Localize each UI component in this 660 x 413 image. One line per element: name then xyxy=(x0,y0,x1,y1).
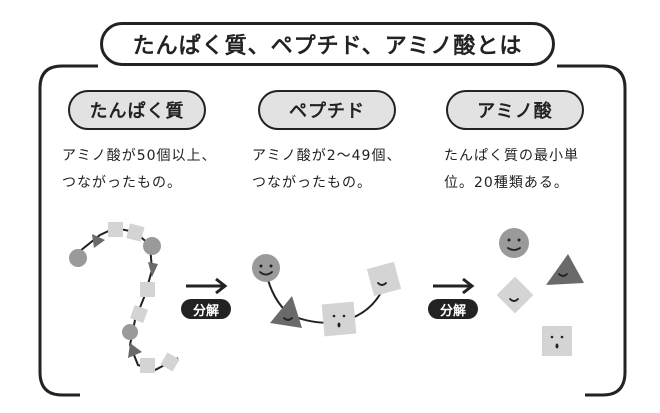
label-protein: たんぱく質 xyxy=(68,90,206,130)
desc-amino-acid: たんぱく質の最小単 位。20種類ある。 xyxy=(444,143,579,197)
amino-square xyxy=(140,358,155,373)
desc-peptide: アミノ酸が2～49個、 つながったもの。 xyxy=(252,143,401,197)
frame xyxy=(38,64,627,397)
face-icons xyxy=(259,247,568,321)
amino-square xyxy=(496,276,534,314)
amino-square xyxy=(321,301,357,337)
decompose-badge: 分解 xyxy=(181,299,231,319)
amino-square xyxy=(130,305,148,323)
amino-circle xyxy=(69,249,87,267)
arrow-icon xyxy=(186,277,475,295)
desc-line: アミノ酸が2～49個、 xyxy=(252,148,402,164)
amino-triangle xyxy=(148,262,158,277)
desc-line: アミノ酸が50個以上、 xyxy=(62,148,217,164)
amino-triangle xyxy=(546,254,584,285)
amino-circle xyxy=(499,228,529,258)
amino-square xyxy=(366,261,402,297)
label-peptide: ペプチド xyxy=(258,90,396,130)
desc-line: つながったもの。 xyxy=(62,175,182,191)
amino-square xyxy=(108,222,123,237)
amino-circle xyxy=(143,237,161,255)
amino-square xyxy=(160,352,180,372)
amino-triangle xyxy=(270,296,302,328)
desc-protein: アミノ酸が50個以上、 つながったもの。 xyxy=(62,143,217,197)
desc-line: 位。20種類ある。 xyxy=(444,175,569,191)
decompose-badge: 分解 xyxy=(428,299,478,319)
page-title: たんぱく質、ペプチド、アミノ酸とは xyxy=(100,22,555,66)
amino-circle xyxy=(122,324,138,340)
amino-square xyxy=(542,326,572,356)
label-amino-acid: アミノ酸 xyxy=(446,90,584,130)
face-eyes xyxy=(259,238,564,349)
desc-line: たんぱく質の最小単 xyxy=(444,148,579,164)
amino-triangle xyxy=(92,234,105,248)
amino-circle xyxy=(252,254,280,282)
amino-acids xyxy=(496,228,584,356)
amino-square xyxy=(126,223,145,242)
amino-square xyxy=(140,282,155,297)
desc-line: つながったもの。 xyxy=(252,175,372,191)
peptide-chain xyxy=(252,254,402,337)
protein-chain xyxy=(69,222,180,373)
amino-triangle xyxy=(128,343,142,358)
